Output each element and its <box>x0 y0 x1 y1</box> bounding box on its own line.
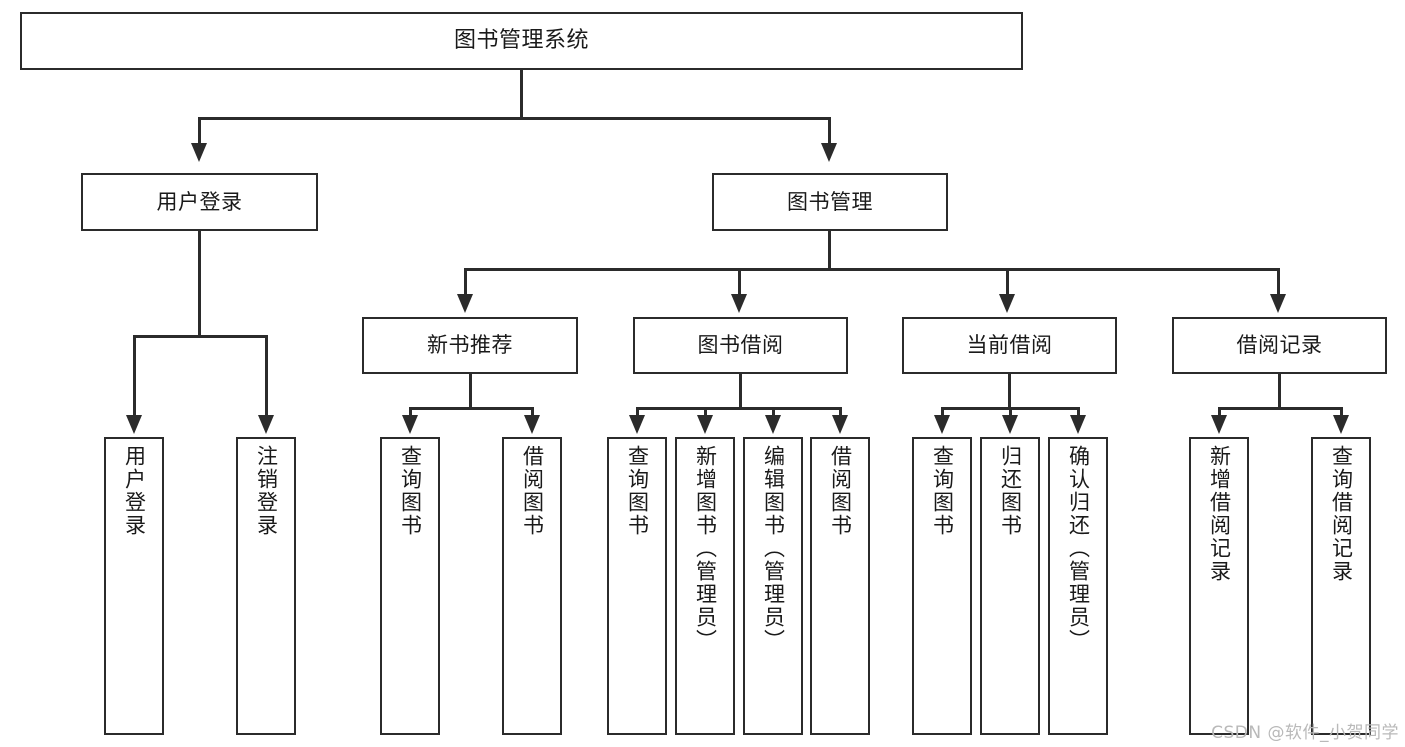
connector-book-mgmt-stem <box>828 231 831 268</box>
node-book-borrow[interactable]: 图书借阅 <box>633 317 848 374</box>
arrowhead-user-login-leaf-2 <box>258 415 274 434</box>
connector-book-borrow-bus <box>636 407 842 410</box>
node-borrow-record[interactable]: 借阅记录 <box>1172 317 1387 374</box>
connector-user-login-drop-1 <box>133 335 136 417</box>
connector-book-borrow-drop-1 <box>636 407 639 417</box>
connector-user-login-stem <box>198 231 201 335</box>
leaf-book-borrow-edit[interactable]: 编辑图书（管理员） <box>743 437 803 735</box>
leaf-user-login-signin[interactable]: 用户登录 <box>104 437 164 735</box>
node-label: 查询图书 <box>398 445 423 537</box>
leaf-book-borrow-add[interactable]: 新增图书（管理员） <box>675 437 735 735</box>
arrowhead-new-book-leaf-2 <box>524 415 540 434</box>
node-label: 新书推荐 <box>427 333 513 357</box>
connector-user-login-drop-2 <box>265 335 268 417</box>
node-label: 当前借阅 <box>966 333 1053 357</box>
connector-book-borrow-drop-2 <box>704 407 707 417</box>
leaf-book-borrow-borrow[interactable]: 借阅图书 <box>810 437 870 735</box>
connector-current-borrow-drop-3 <box>1077 407 1080 417</box>
connector-user-login-bus <box>133 335 268 338</box>
arrowhead-book-borrow-leaf-1 <box>629 415 645 434</box>
node-label: 用户登录 <box>122 445 147 537</box>
node-label: 确认归还（管理员） <box>1066 445 1091 652</box>
node-label: 归还图书 <box>998 445 1023 537</box>
arrowhead-book-borrow-leaf-4 <box>832 415 848 434</box>
connector-root-bus <box>198 117 831 120</box>
connector-root-stem <box>520 70 523 117</box>
leaf-book-borrow-query[interactable]: 查询图书 <box>607 437 667 735</box>
arrowhead-new-book-leaf-1 <box>402 415 418 434</box>
leaf-new-book-query[interactable]: 查询图书 <box>380 437 440 735</box>
node-label: 借阅图书 <box>828 445 853 537</box>
connector-new-book-stem <box>469 374 472 407</box>
connector-root-drop-left <box>198 117 201 145</box>
arrowhead-to-borrow-record <box>1270 294 1286 313</box>
connector-book-mgmt-drop-2 <box>738 268 741 296</box>
node-label: 注销登录 <box>254 445 279 537</box>
connector-root-drop-right <box>828 117 831 145</box>
connector-current-borrow-drop-1 <box>941 407 944 417</box>
connector-current-borrow-drop-2 <box>1009 407 1012 417</box>
arrowhead-current-borrow-leaf-1 <box>934 415 950 434</box>
connector-borrow-record-stem <box>1278 374 1281 407</box>
connector-current-borrow-stem <box>1008 374 1011 407</box>
connector-borrow-record-drop-2 <box>1340 407 1343 417</box>
connector-book-mgmt-drop-4 <box>1277 268 1280 296</box>
node-label: 查询图书 <box>930 445 955 537</box>
arrowhead-to-new-book <box>457 294 473 313</box>
connector-book-borrow-drop-3 <box>772 407 775 417</box>
arrowhead-current-borrow-leaf-3 <box>1070 415 1086 434</box>
connector-book-mgmt-bus <box>464 268 1280 271</box>
connector-borrow-record-drop-1 <box>1218 407 1221 417</box>
node-label: 查询图书 <box>625 445 650 537</box>
arrowhead-to-book-mgmt <box>821 143 837 162</box>
connector-book-borrow-drop-4 <box>839 407 842 417</box>
node-new-book-recommend[interactable]: 新书推荐 <box>362 317 578 374</box>
arrowhead-borrow-record-leaf-1 <box>1211 415 1227 434</box>
arrowhead-user-login-leaf-1 <box>126 415 142 434</box>
connector-borrow-record-bus <box>1218 407 1343 410</box>
node-label: 借阅图书 <box>520 445 545 537</box>
connector-book-mgmt-drop-3 <box>1006 268 1009 296</box>
arrowhead-to-user-login <box>191 143 207 162</box>
leaf-borrow-record-query[interactable]: 查询借阅记录 <box>1311 437 1371 735</box>
leaf-borrow-record-add[interactable]: 新增借阅记录 <box>1189 437 1249 735</box>
node-root-system[interactable]: 图书管理系统 <box>20 12 1023 70</box>
connector-book-mgmt-drop-1 <box>464 268 467 296</box>
node-label: 图书管理 <box>787 189 873 214</box>
node-label: 新增图书（管理员） <box>693 445 718 652</box>
leaf-user-login-signout[interactable]: 注销登录 <box>236 437 296 735</box>
node-user-login[interactable]: 用户登录 <box>81 173 318 231</box>
leaf-current-borrow-return[interactable]: 归还图书 <box>980 437 1040 735</box>
node-label: 查询借阅记录 <box>1329 445 1354 583</box>
node-label: 图书管理系统 <box>453 28 589 53</box>
leaf-current-borrow-confirm[interactable]: 确认归还（管理员） <box>1048 437 1108 735</box>
node-label: 用户登录 <box>156 189 243 214</box>
connector-book-borrow-stem <box>739 374 742 407</box>
connector-new-book-drop-1 <box>409 407 412 417</box>
node-label: 编辑图书（管理员） <box>761 445 786 652</box>
leaf-new-book-borrow[interactable]: 借阅图书 <box>502 437 562 735</box>
node-current-borrow[interactable]: 当前借阅 <box>902 317 1117 374</box>
arrowhead-book-borrow-leaf-3 <box>765 415 781 434</box>
node-book-management[interactable]: 图书管理 <box>712 173 948 231</box>
leaf-current-borrow-query[interactable]: 查询图书 <box>912 437 972 735</box>
node-label: 新增借阅记录 <box>1207 445 1232 583</box>
arrowhead-to-current-borrow <box>999 294 1015 313</box>
node-label: 借阅记录 <box>1236 333 1323 357</box>
arrowhead-current-borrow-leaf-2 <box>1002 415 1018 434</box>
connector-new-book-bus <box>409 407 534 410</box>
arrowhead-to-book-borrow <box>731 294 747 313</box>
arrowhead-borrow-record-leaf-2 <box>1333 415 1349 434</box>
node-label: 图书借阅 <box>697 333 784 357</box>
arrowhead-book-borrow-leaf-2 <box>697 415 713 434</box>
connector-new-book-drop-2 <box>531 407 534 417</box>
